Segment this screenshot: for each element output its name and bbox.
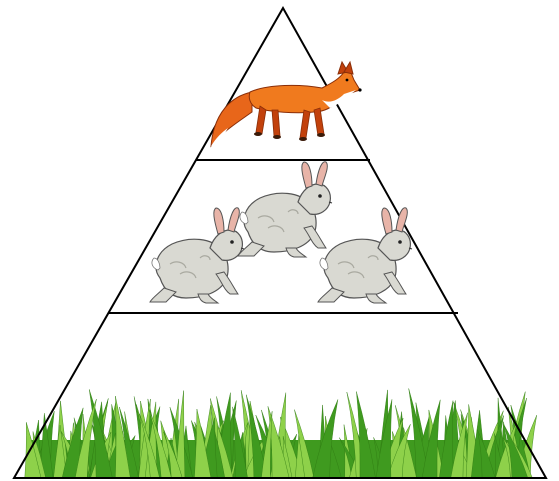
rabbit-icon <box>238 162 332 257</box>
rabbit-level <box>150 162 412 303</box>
rabbit-icon <box>150 208 244 303</box>
fox-icon <box>211 62 362 146</box>
grass-blade <box>376 399 392 478</box>
grass-blade <box>439 401 453 478</box>
rabbit-icon <box>318 208 412 303</box>
fox-level <box>211 62 362 146</box>
grass-level <box>25 388 537 478</box>
